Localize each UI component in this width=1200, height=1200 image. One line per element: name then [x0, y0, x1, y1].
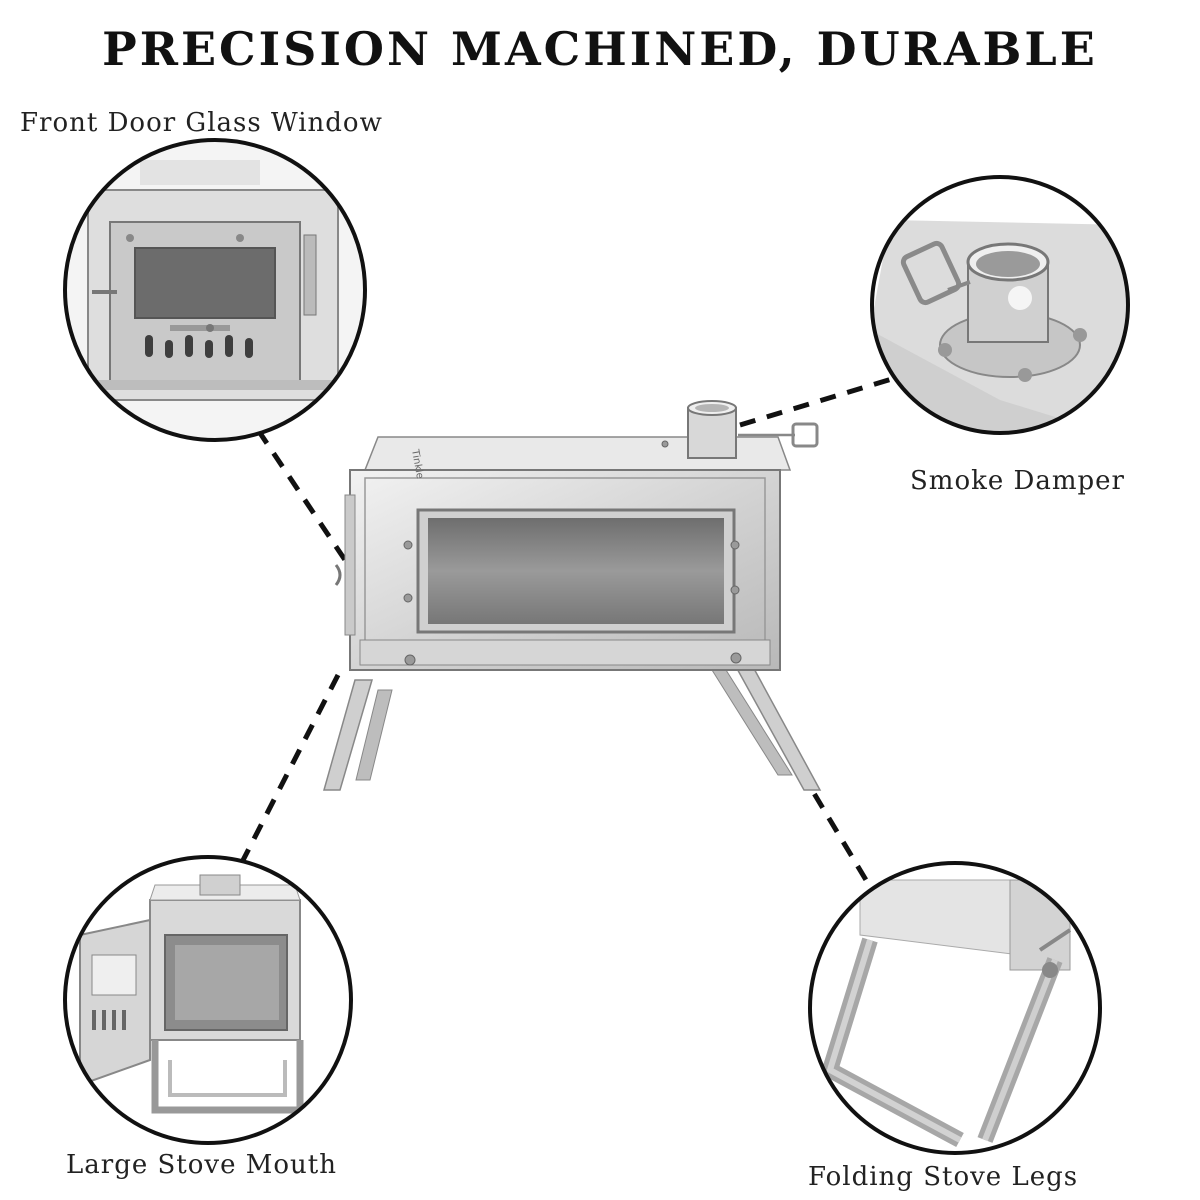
detail-large-stove-mouth	[63, 855, 353, 1145]
main-stove-image: Tinkle	[323, 400, 822, 791]
connector-smoke-damper	[739, 375, 896, 428]
connector-lines	[235, 375, 896, 897]
detail-folding-stove-legs	[808, 861, 1102, 1155]
detail-front-door-glass-window	[63, 138, 367, 442]
label-folding-stove-legs: Folding Stove Legs	[808, 1162, 1079, 1192]
label-front-door-glass-window: Front Door Glass Window	[20, 108, 383, 138]
svg-text:Tinkle: Tinkle	[409, 448, 425, 480]
connector-front-door	[255, 428, 348, 562]
connector-stove-mouth	[235, 673, 341, 872]
connector-stove-legs	[797, 768, 878, 897]
page-title: PRECISION MACHINED, DURABLE	[102, 22, 1098, 76]
label-large-stove-mouth: Large Stove Mouth	[66, 1150, 337, 1180]
label-smoke-damper: Smoke Damper	[910, 466, 1125, 496]
detail-smoke-damper	[870, 175, 1130, 435]
